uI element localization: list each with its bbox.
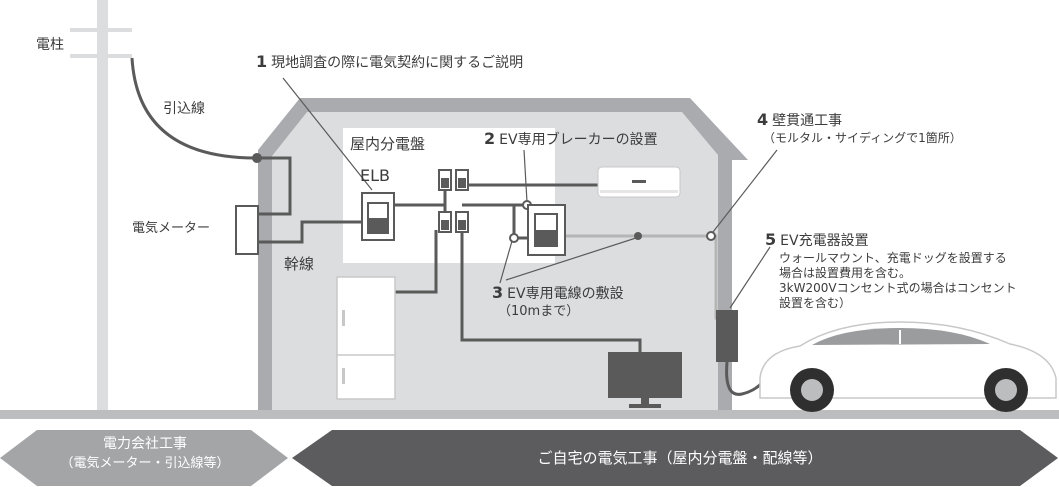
- step-3-title: EV専用電線の敷設: [507, 286, 624, 302]
- step-2-title: EV専用ブレーカーの設置: [499, 132, 658, 148]
- ev-charger: [716, 310, 738, 362]
- ev-wire-junction: [509, 233, 519, 243]
- wall-penetration-point: [706, 231, 716, 241]
- utility-work-text: 電力会社工事 （電気メーター・引込線等）: [30, 434, 260, 474]
- home-work-text: ご自宅の電気工事（屋内分電盤・配線等）: [537, 449, 823, 467]
- elb-label: ELB: [360, 166, 390, 185]
- leader-lines: [282, 77, 778, 309]
- service-drop-label: 引込線: [163, 101, 205, 117]
- elb-breaker: [361, 192, 395, 241]
- utility-work-banner: [0, 430, 288, 486]
- step-5: 5 EV充電器設置 ウォールマウント、充電ドッグを設置する 場合は設置費用を含む…: [765, 230, 1017, 311]
- main-line-label: 幹線: [284, 255, 315, 273]
- refrigerator: [336, 276, 396, 400]
- step-5-title: EV充電器設置: [780, 233, 869, 249]
- step-1: 1 現地調査の際に電気契約に関するご説明: [256, 52, 523, 73]
- step-2: 2 EV専用ブレーカーの設置: [484, 129, 658, 150]
- step-2-number: 2: [484, 129, 496, 148]
- step-5-line-4: 設置を含む）: [779, 295, 852, 310]
- step-4-number: 4: [757, 110, 769, 129]
- utility-pole: [70, 0, 132, 412]
- step-5-line-1: ウォールマウント、充電ドッグを設置する: [779, 250, 1007, 265]
- electric-meter: [235, 205, 259, 255]
- step-3: 3 EV専用電線の敷設 （10mまで）: [492, 283, 624, 320]
- step-5-number: 5: [765, 230, 777, 249]
- home-work-banner: [292, 430, 1058, 486]
- service-drop-wire: [130, 57, 257, 160]
- meter-label: 電気メーター: [132, 221, 211, 236]
- television: [608, 352, 682, 408]
- step-4-sub: （モルタル・サイディングで1箇所）: [763, 130, 962, 145]
- step-3-number: 3: [492, 283, 504, 302]
- panel-label: 屋内分電盤: [350, 135, 426, 153]
- air-conditioner: [597, 166, 681, 198]
- electric-car: [759, 321, 1057, 412]
- step-1-title: 現地調査の際に電気契約に関するご説明: [271, 55, 524, 71]
- utility-work-title: 電力会社工事: [103, 436, 187, 452]
- step-3-sub: （10mまで）: [498, 303, 580, 319]
- step-4: 4 壁貫通工事 （モルタル・サイディングで1箇所）: [757, 110, 962, 146]
- ground-line: [0, 410, 1059, 419]
- step-5-line-2: 場合は設置費用を含む。: [779, 265, 912, 280]
- pole-label: 電柱: [36, 37, 64, 53]
- step-1-number: 1: [256, 52, 268, 71]
- branch-breakers: [438, 169, 469, 233]
- utility-work-sub: （電気メーター・引込線等）: [60, 456, 230, 471]
- ev-breaker: [527, 204, 566, 256]
- step-4-title: 壁貫通工事: [772, 113, 843, 129]
- step-5-line-3: 3kW200Vコンセント式の場合はコンセント: [779, 280, 1017, 295]
